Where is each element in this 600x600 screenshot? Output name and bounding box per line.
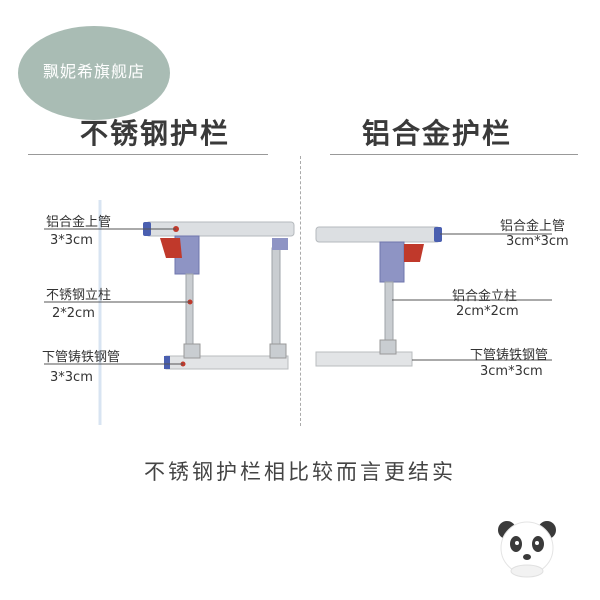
left-bracket-latch (160, 238, 182, 258)
left-bottom-rail-cap (164, 356, 170, 369)
right-label-bottom-size: 3cm*3cm (480, 364, 543, 379)
left-post-front (185, 273, 194, 349)
left-bottom-joint (183, 343, 201, 359)
right-bracket-latch (404, 244, 424, 262)
left-label-bottom-pipe: 下管铸铁钢管 (42, 350, 121, 365)
right-bottom-rail (315, 351, 413, 367)
right-label-top-size: 3cm*3cm (506, 234, 569, 249)
left-label-post: 不锈钢立柱 (46, 288, 112, 303)
left-title-underline (28, 154, 268, 155)
store-name: 飘妮希旗舰店 (42, 62, 145, 81)
left-label-top-size: 3*3cm (50, 233, 93, 248)
left-bottom-joint-back (269, 343, 287, 359)
right-top-rail (315, 226, 441, 243)
panda-icon (498, 521, 556, 578)
store-badge (18, 26, 170, 120)
left-back-bracket (272, 238, 288, 250)
right-label-post-size: 2cm*2cm (456, 304, 519, 319)
left-post-back (271, 247, 281, 349)
right-title-underline (330, 154, 578, 155)
comparison-caption: 不锈钢护栏相比较而言更结实 (144, 460, 456, 484)
left-label-bottom-size: 3*3cm (50, 370, 93, 385)
right-title: 铝合金护栏 (362, 117, 513, 150)
right-bracket (379, 241, 405, 283)
right-label-post: 铝合金立柱 (452, 289, 518, 304)
right-label-bottom-pipe: 下管铸铁钢管 (470, 348, 549, 363)
right-label-top-pipe: 铝合金上管 (500, 219, 566, 234)
center-divider (300, 156, 301, 426)
left-label-post-size: 2*2cm (52, 306, 95, 321)
left-guardrail-image (44, 200, 295, 425)
right-top-rail-cap (434, 227, 442, 242)
right-guardrail-image (315, 226, 552, 367)
right-bottom-joint (379, 339, 397, 355)
left-title: 不锈钢护栏 (80, 117, 231, 150)
left-label-top-pipe: 铝合金上管 (46, 215, 112, 230)
